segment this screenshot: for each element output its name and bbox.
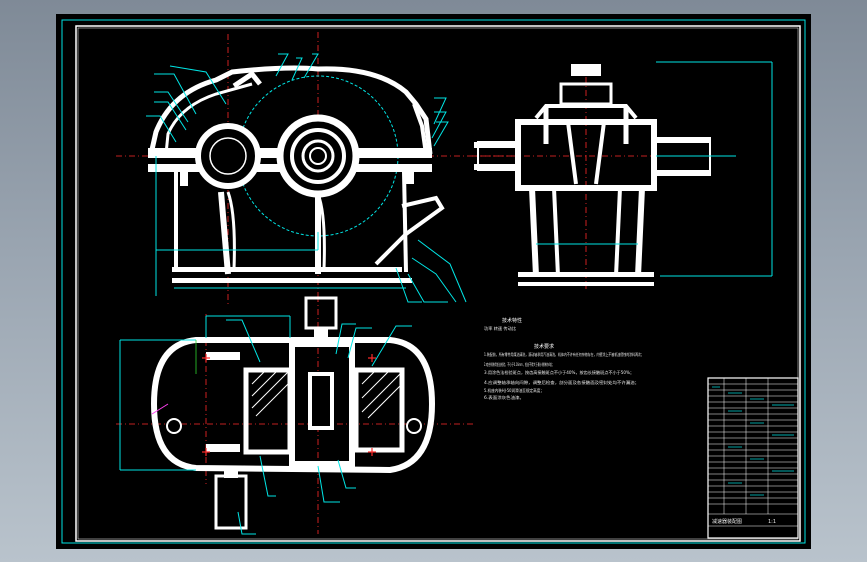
front-view [116, 32, 514, 304]
drawing-sheet: 技术特性 功率 转速 传动比 技术要求 1.装配前，所有零件用煤油清洗，滚动轴承… [56, 14, 811, 549]
plan-view [116, 296, 476, 535]
requirement-line-1: 1.装配前，所有零件用煤油清洗，滚动轴承用汽油清洗，机体内不许有任何杂物存在，内… [484, 351, 644, 358]
side-view [472, 61, 773, 289]
inner-frame [75, 25, 801, 542]
outer-border [61, 19, 806, 544]
spec-text: 功率 转速 传动比 [484, 325, 516, 332]
title-block: 减速器装配图 1:1 [707, 377, 799, 539]
requirements-header: 技术要求 [534, 343, 554, 350]
requirement-line-2: 2.啮合侧隙用铅丝检验，不小于0.16mm，铅丝不得大于最小侧隙的4倍； [484, 361, 554, 368]
spec-header: 技术特性 [502, 317, 522, 324]
requirement-line-5: 5.机座内装HJ-50润滑油至规定高度； [484, 387, 544, 394]
requirement-line-6: 6.表面涂灰色油漆。 [484, 394, 524, 401]
technical-notes: 技术特性 功率 转速 传动比 技术要求 1.装配前，所有零件用煤油清洗，滚动轴承… [484, 317, 644, 401]
cad-drawing: 技术特性 功率 转速 传动比 技术要求 1.装配前，所有零件用煤油清洗，滚动轴承… [61, 19, 806, 544]
requirement-line-3: 3.用涂色法检验斑点，按齿高接触斑点不小于40%，按齿长接触斑点不小于50%； [484, 369, 634, 376]
drawing-scale: 1:1 [768, 519, 776, 525]
drawing-title: 减速器装配图 [712, 518, 742, 525]
requirement-line-4: 4.应调整轴承轴向间隙，调整后检查，剖分面及各接触面及密封处均不许漏油； [484, 379, 639, 386]
